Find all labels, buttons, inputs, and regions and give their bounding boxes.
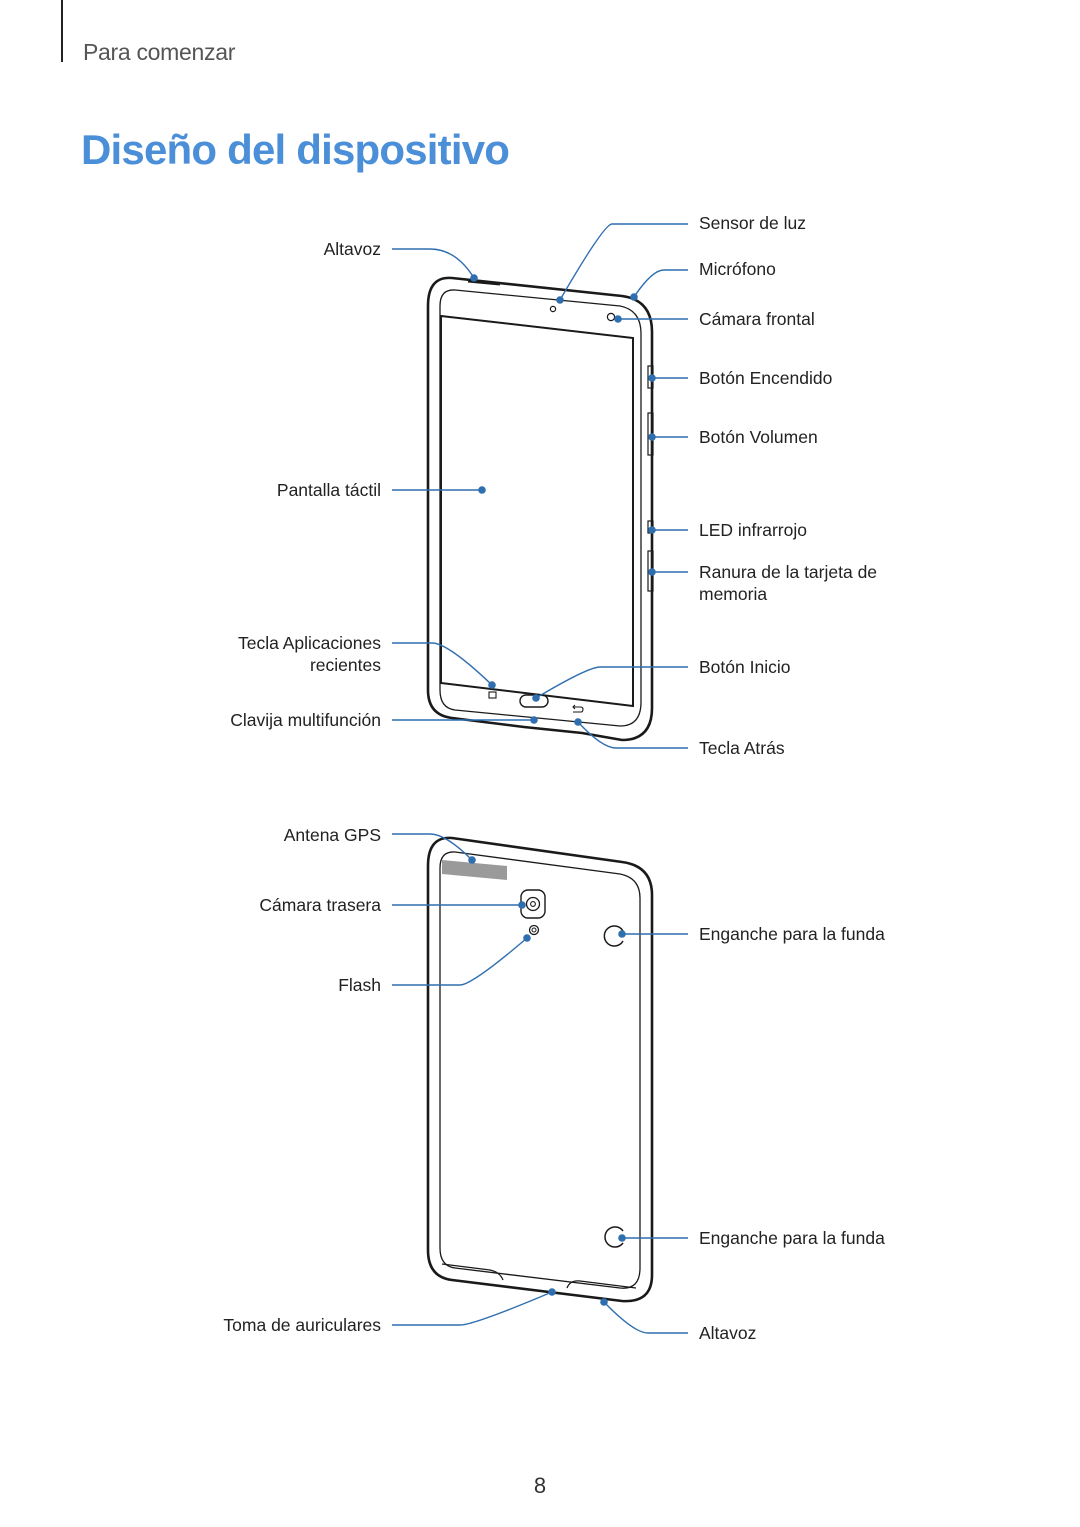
page-title: Diseño del dispositivo [81, 126, 510, 173]
label-home-button: Botón Inicio [699, 657, 791, 677]
label-multipurpose-jack: Clavija multifunción [230, 710, 381, 730]
label-touchscreen: Pantalla táctil [276, 480, 381, 500]
label-ir-led: LED infrarrojo [699, 520, 807, 540]
margin-rule [61, 0, 63, 62]
front-callouts-right [535, 223, 688, 749]
label-memory-slot-line1: Ranura de la tarjeta de [699, 562, 878, 582]
label-cover-hook-top: Enganche para la funda [699, 924, 885, 944]
label-headset-jack: Toma de auriculares [223, 1315, 381, 1335]
back-device [426, 836, 654, 1303]
label-recent-apps-line1: Tecla Aplicaciones [238, 633, 381, 653]
label-recent-apps-line2: recientes [309, 655, 381, 675]
back-callout-dots [468, 856, 626, 1306]
label-front-camera: Cámara frontal [699, 309, 815, 329]
back-callouts [392, 833, 688, 1334]
front-device [426, 276, 654, 742]
section-label: Para comenzar [83, 39, 236, 65]
label-volume-button: Botón Volumen [699, 427, 818, 447]
label-microphone: Micrófono [699, 259, 776, 279]
label-cover-hook-bottom: Enganche para la funda [699, 1228, 885, 1248]
front-callout-dots [470, 274, 656, 726]
label-rear-camera: Cámara trasera [259, 895, 381, 915]
page-number: 8 [533, 1473, 547, 1498]
label-back-speaker: Altavoz [699, 1323, 757, 1343]
label-light-sensor: Sensor de luz [699, 213, 807, 233]
gps-antenna-area [442, 860, 507, 880]
label-power-button: Botón Encendido [699, 368, 833, 388]
label-front-speaker: Altavoz [323, 239, 381, 259]
label-back-key: Tecla Atrás [699, 738, 785, 758]
label-flash: Flash [338, 975, 381, 995]
label-memory-slot-line2: memoria [699, 584, 768, 604]
label-gps-antenna: Antena GPS [283, 825, 381, 845]
front-callouts-left [392, 248, 534, 721]
